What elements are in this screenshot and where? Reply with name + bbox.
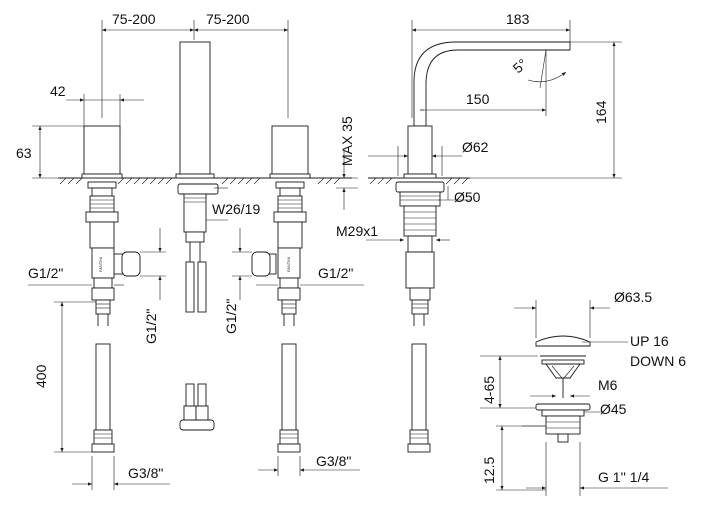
spout-angle-label: 5°: [510, 55, 531, 76]
thread-m29-label: M29x1: [336, 223, 378, 239]
hose-conn-right-label: G3/8": [316, 453, 351, 469]
conn-mid-label-1: G1/2": [143, 309, 159, 344]
spacing-dimensions: 75-200 75-200: [101, 11, 289, 118]
center-part: W26/19: [175, 41, 260, 431]
conn-left-label: G1/2": [28, 265, 63, 281]
max-deck-label: MAX 35: [339, 116, 355, 166]
waste-dia45-label: Ø45: [600, 401, 627, 417]
conn-mid-label-2: G1/2": [223, 299, 239, 334]
spout-reach-label: 183: [506, 11, 530, 27]
waste: Ø63.5 UP 16 DOWN 6 M6 4-65 Ø45: [480, 289, 686, 496]
brand-mark-left: FANTINI: [98, 257, 103, 272]
brand-mark-right: FANTINI: [286, 257, 291, 272]
spout-height-label: 164: [593, 100, 609, 124]
waste-m6-label: M6: [598, 377, 618, 393]
conn-right-label: G1/2": [318, 265, 353, 281]
waste-thread-label: G 1'' 1/4: [598, 469, 649, 485]
spacing-left-label: 75-200: [112, 11, 156, 27]
left-valve: 42 63 FANTINI G1/2": [16, 83, 170, 490]
spout-150-label: 150: [466, 91, 490, 107]
right-valve: FANTINI G1/2" G1/2" G3/8": [223, 125, 364, 476]
handle-height-label: 63: [16, 145, 32, 161]
hose-conn-left-label: G3/8": [128, 465, 163, 481]
handle-width-label: 42: [50, 83, 66, 99]
spout: 183 164 150 5° Ø62: [336, 11, 622, 453]
spacing-right-label: 75-200: [206, 11, 250, 27]
spanner-label: W26/19: [212, 201, 260, 217]
waste-down-label: DOWN 6: [630, 353, 686, 369]
waste-12-5-label: 12.5: [481, 457, 497, 484]
waste-range-label: 4-65: [481, 376, 497, 404]
hose-length-label: 400: [33, 364, 49, 388]
max-deck-dimension: MAX 35: [336, 116, 358, 210]
dia-62-label: Ø62: [462, 139, 489, 155]
dia-50-label: Ø50: [454, 189, 481, 205]
waste-dia-label: Ø63.5: [614, 289, 652, 305]
waste-up-label: UP 16: [630, 333, 669, 349]
